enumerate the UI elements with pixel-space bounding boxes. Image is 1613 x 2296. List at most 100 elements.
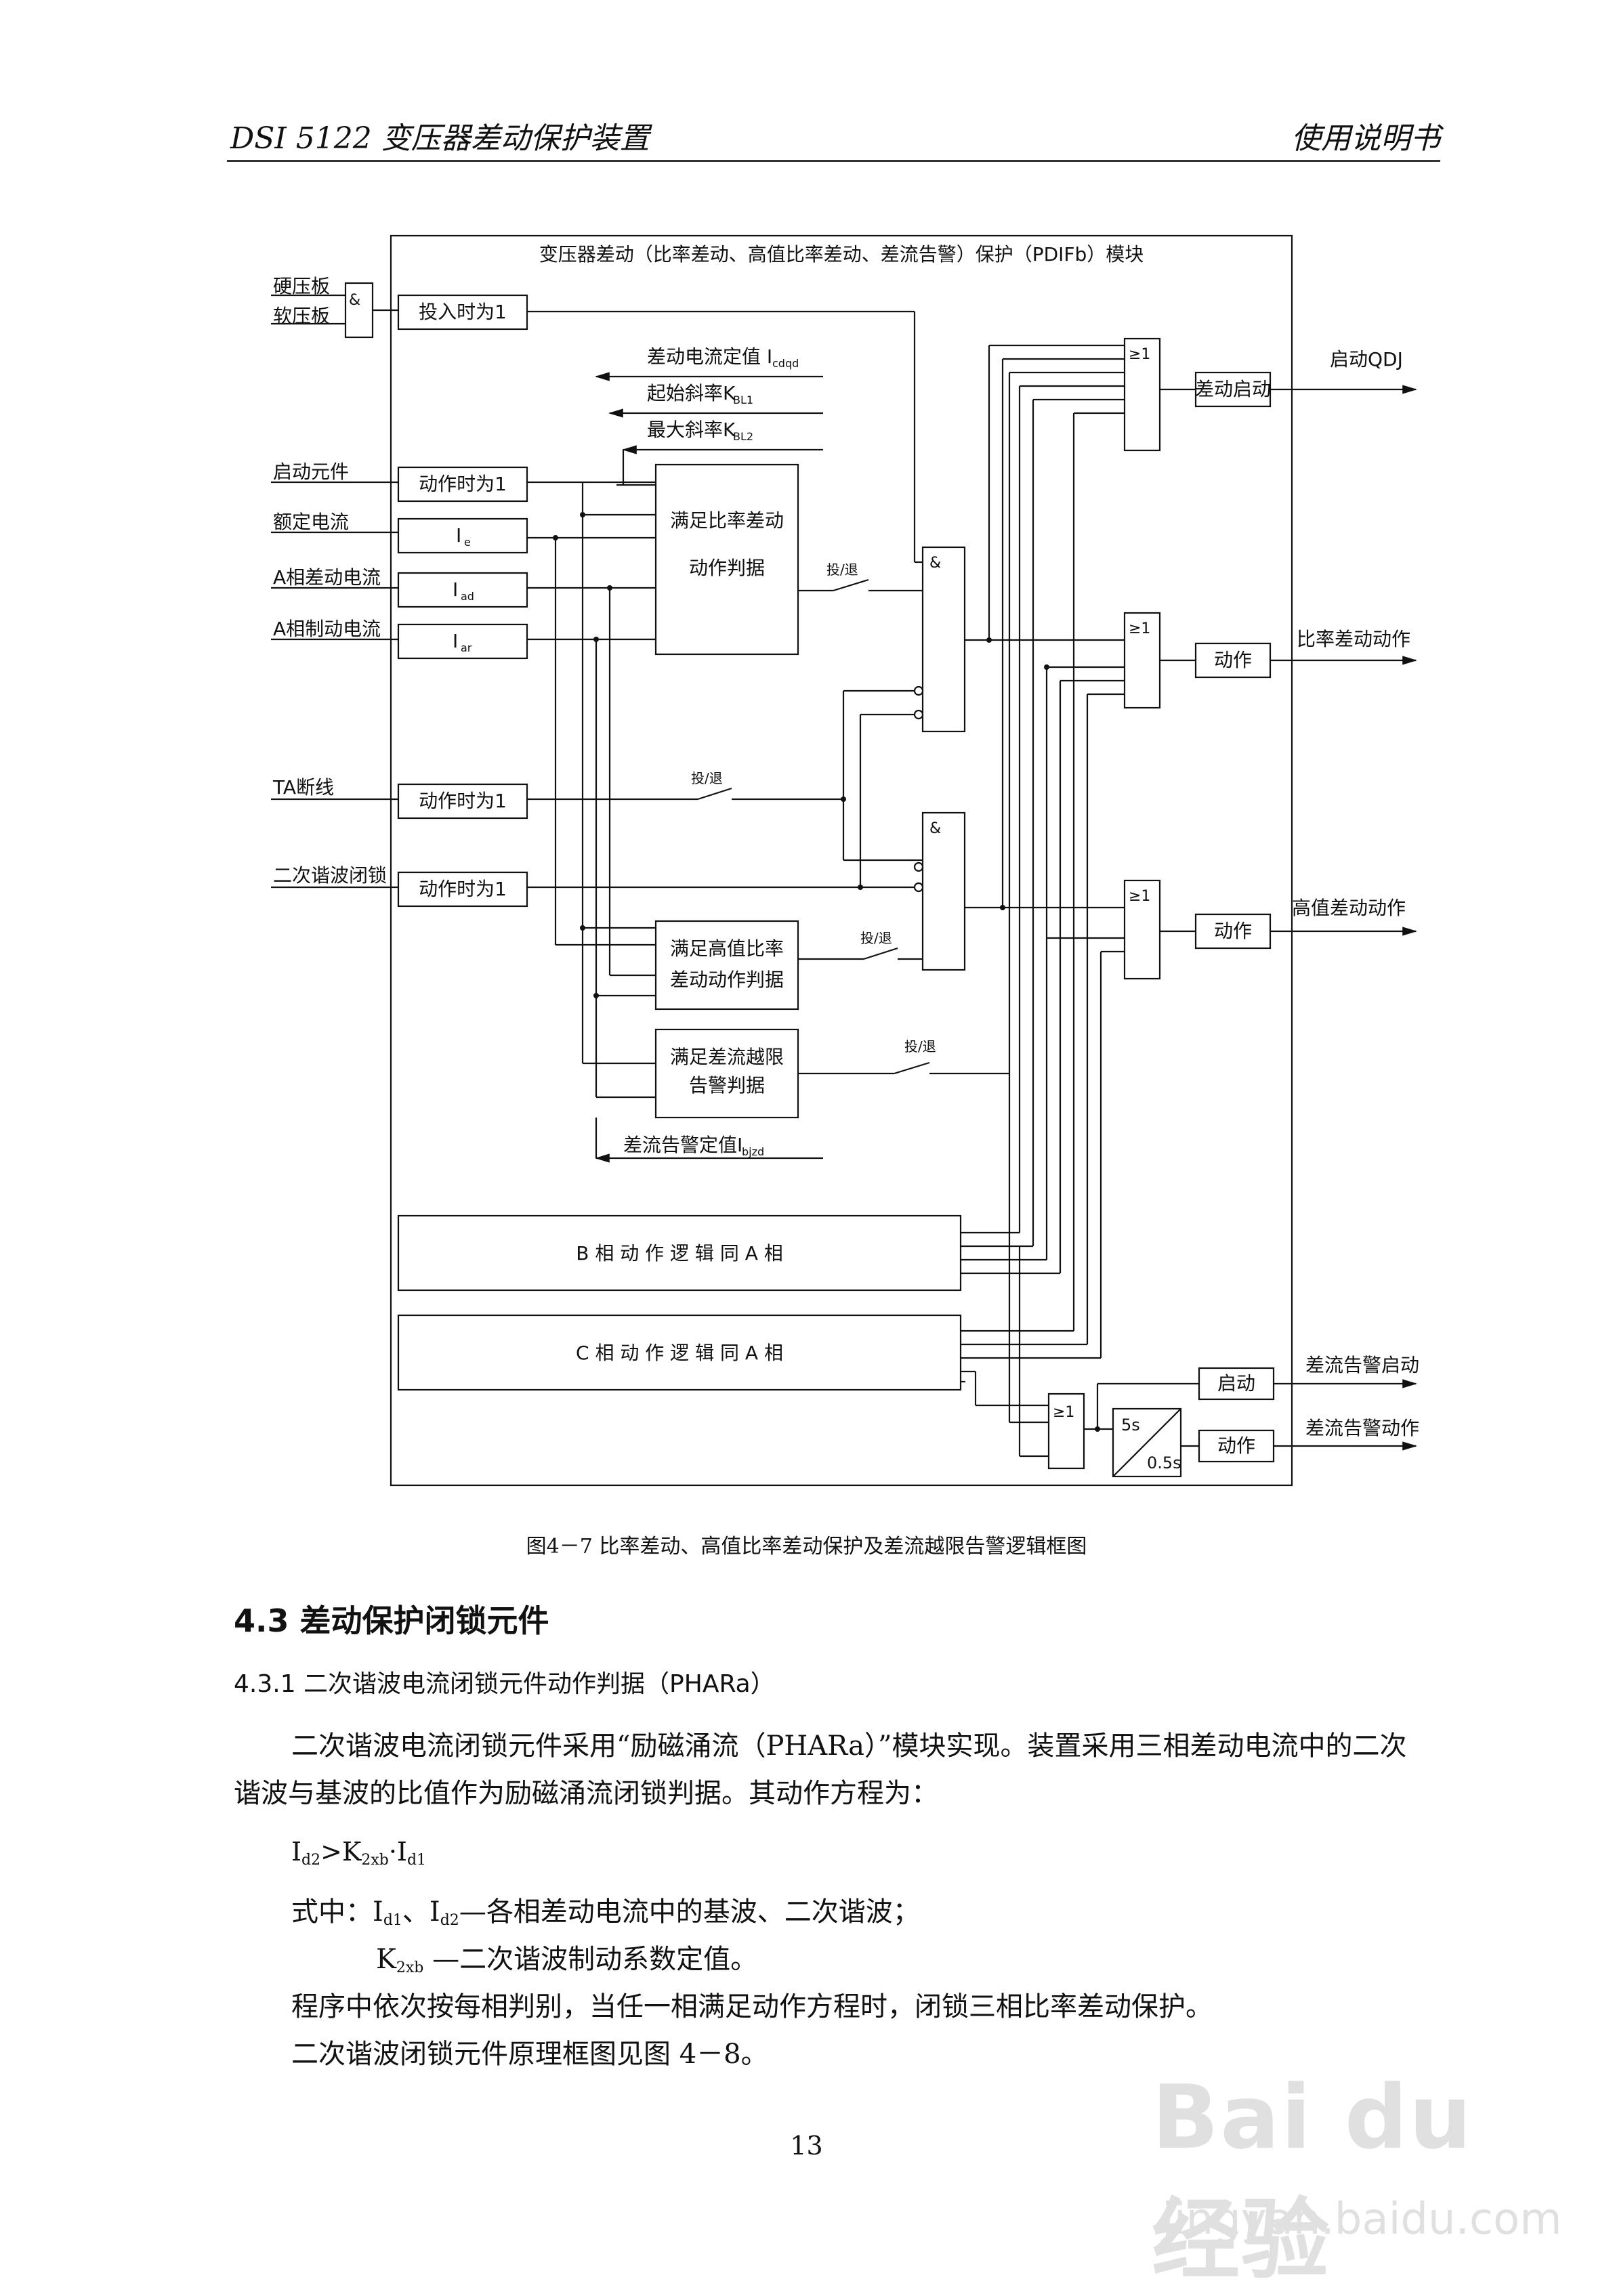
eq-gt-k: >K — [320, 1837, 362, 1867]
high-action-label: 动作 — [1214, 920, 1252, 942]
diff-start-label: 差动启动 — [1195, 378, 1271, 400]
enable-on-label: 投入时为1 — [419, 301, 507, 323]
high-judge-block — [654, 920, 799, 1011]
c-phase-label: C 相 动 作 逻 辑 同 A 相 — [576, 1342, 783, 1364]
start-act-label: 动作时为1 — [419, 473, 507, 495]
start-act-block — [397, 466, 528, 503]
output-alarm-start: 差流告警启动 — [1305, 1354, 1419, 1376]
iar-sub: ar — [461, 641, 472, 654]
harmonic-act-label: 动作时为1 — [419, 878, 507, 900]
or-gate-alarm — [1047, 1393, 1085, 1470]
iad-label: I — [453, 578, 458, 601]
paragraph-3: 二次谐波闭锁元件原理框图见图 4－8。 — [291, 2039, 768, 2070]
timer-block — [1112, 1407, 1182, 1478]
and-gate-high — [921, 811, 966, 971]
alarm-judge-block — [654, 1028, 799, 1119]
alarm-judge-line2: 告警判据 — [689, 1074, 765, 1097]
high-judge-line2: 差动动作判据 — [670, 969, 784, 991]
ie-sub: e — [464, 536, 471, 549]
iar-label: I — [453, 630, 458, 652]
ie-block — [397, 517, 528, 554]
logic-diagram: 变压器差动（比率差动、高值比率差动、差流告警）保护（PDIFb）模块 硬压板 软… — [271, 234, 1419, 1487]
setting-kbl2: 最大斜率K — [647, 419, 736, 441]
eq-k2xb: 2xb — [361, 1852, 389, 1869]
alarm-judge-line1: 满足差流越限 — [670, 1046, 784, 1068]
or-gate-start — [1123, 337, 1161, 452]
paragraph-1-line-2: 谐波与基波的比值作为励磁涌流闭锁判据。其动作方程为： — [234, 1778, 938, 1809]
output-alarm-action: 差流告警动作 — [1305, 1417, 1419, 1439]
setting-kbl1-sub: BL1 — [733, 394, 753, 406]
eq-d1: d1 — [406, 1852, 427, 1869]
ta-act-block — [397, 783, 528, 820]
subsection-title: 4.3.1 二次谐波电流闭锁元件动作判据（PHARa） — [234, 1670, 775, 1698]
or-label-alarm: ≥1 — [1053, 1404, 1074, 1421]
def1-d2: d2 — [440, 1912, 459, 1929]
input-rated-current: 额定电流 — [273, 511, 349, 533]
input-ta-break: TA断线 — [272, 776, 334, 799]
timer-pickup-label: 5s — [1121, 1416, 1140, 1434]
or-label-high: ≥1 — [1129, 888, 1150, 905]
header-rule — [227, 160, 1440, 162]
watermark-logo: Bai du 经验 — [1152, 2066, 1473, 2291]
action-equation: Id2>K2xb·Id1 — [291, 1837, 426, 1869]
switch-ta-label: 投/退 — [691, 770, 723, 786]
watermark-url: jingyan.baidu.com — [1162, 2194, 1562, 2245]
paragraph-2: 程序中依次按每相判别，当任一相满足动作方程时，闭锁三相比率差动保护。 — [291, 1991, 1213, 2022]
section-title: 4.3 差动保护闭锁元件 — [234, 1602, 549, 1639]
switch-high-label: 投/退 — [860, 930, 892, 946]
output-qdj: 启动QDJ — [1330, 348, 1403, 370]
figure-caption: 图4－7 比率差动、高值比率差动保护及差流越限告警逻辑框图 — [526, 1535, 1087, 1558]
setting-icdqd: 差动电流定值 I — [647, 345, 772, 368]
b-phase-label: B 相 动 作 逻 辑 同 A 相 — [576, 1242, 783, 1264]
eq-d2: d2 — [301, 1852, 321, 1869]
high-judge-line1: 满足高值比率 — [670, 937, 784, 960]
setting-kbl2-sub: BL2 — [733, 430, 753, 443]
iad-sub: ad — [461, 590, 474, 603]
ratio-judge-line2: 动作判据 — [689, 557, 765, 579]
page-number: 13 — [790, 2131, 823, 2161]
def2-k: K — [376, 1944, 396, 1975]
module-title: 变压器差动（比率差动、高值比率差动、差流告警）保护（PDIFb）模块 — [539, 243, 1144, 265]
header-right: 使用说明书 — [1291, 121, 1440, 156]
eq-i: I — [291, 1837, 302, 1867]
setting-ibjzd-sub: bjzd — [742, 1145, 764, 1158]
input-soft-plate: 软压板 — [273, 305, 330, 327]
definition-2: K2xb —二次谐波制动系数定值。 — [376, 1937, 757, 1976]
setting-ibjzd: 差流告警定值I — [623, 1134, 742, 1156]
ratio-judge-line1: 满足比率差动 — [670, 509, 784, 532]
ratio-judge-block — [654, 463, 799, 656]
input-a-restraint-current: A相制动电流 — [273, 618, 381, 640]
header-left: DSI 5122 变压器差动保护装置 — [230, 121, 650, 156]
or-label-start: ≥1 — [1129, 346, 1150, 363]
ta-act-label: 动作时为1 — [419, 790, 507, 812]
baidu-watermark: Bai du 经验 jingyan.baidu.com — [1118, 2066, 1562, 2291]
def2-rest: —二次谐波制动系数定值。 — [423, 1944, 758, 1975]
input-hard-plate: 硬压板 — [273, 275, 330, 297]
alarm-start-label: 启动 — [1217, 1372, 1255, 1395]
ie-label: I — [456, 524, 461, 547]
setting-kbl1: 起始斜率K — [647, 382, 736, 404]
def1-d1: d1 — [383, 1912, 402, 1929]
def1-rest: —各相差动电流中的基波、二次谐波； — [459, 1896, 920, 1928]
def1-mid: 、I — [402, 1896, 440, 1928]
switch-alarm-label: 投/退 — [904, 1038, 936, 1055]
definition-1: 式中：Id1、Id2—各相差动电流中的基波、二次谐波； — [291, 1890, 920, 1929]
output-high-action: 高值差动动作 — [1292, 897, 1406, 919]
paragraph-1-line-1: 二次谐波电流闭锁元件采用“励磁涌流（PHARa）”模块实现。装置采用三相差动电流… — [291, 1730, 1407, 1762]
module-frame — [390, 234, 1293, 1487]
and-label-high: & — [929, 820, 941, 837]
input-a-diff-current: A相差动电流 — [273, 566, 381, 589]
and-gate-ratio — [921, 546, 966, 733]
output-ratio-action: 比率差动动作 — [1297, 628, 1410, 650]
iar-block — [397, 623, 528, 660]
harmonic-act-block — [397, 871, 528, 908]
switch-ratio-label: 投/退 — [826, 561, 858, 578]
eq-dot-i: ·I — [388, 1837, 407, 1867]
or-label-ratio: ≥1 — [1129, 620, 1150, 637]
c-phase-block — [397, 1314, 962, 1391]
alarm-action-label: 动作 — [1217, 1434, 1255, 1457]
input-harmonic-block: 二次谐波闭锁 — [273, 864, 387, 887]
ratio-action-label: 动作 — [1214, 649, 1252, 671]
timer-dropout-label: 0.5s — [1147, 1453, 1181, 1472]
input-start-element: 启动元件 — [273, 461, 349, 483]
